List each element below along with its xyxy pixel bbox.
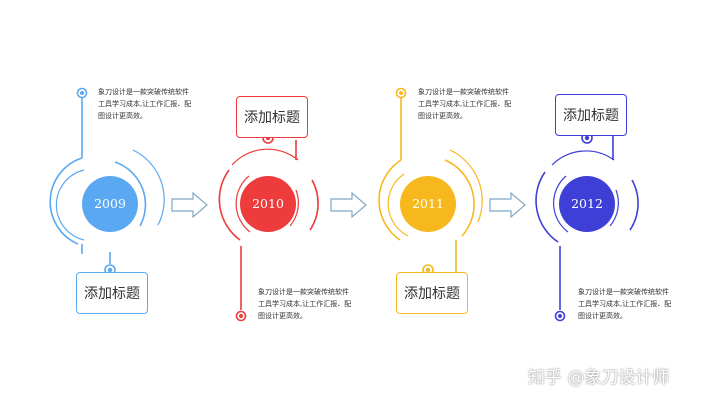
far-ring-arc xyxy=(449,149,483,223)
top-dot-marker xyxy=(76,87,88,99)
step-2012-graphic xyxy=(535,132,639,322)
description-line: 象刀设计是一款突破传统软件 xyxy=(578,288,669,296)
arrow-right-icon xyxy=(330,191,367,219)
year-circle-2009 xyxy=(82,176,138,232)
inner-ring-left xyxy=(553,175,569,233)
inner-ring-left xyxy=(55,169,85,241)
year-circle-2010 xyxy=(240,176,296,232)
description-line: 图设计更高效。 xyxy=(578,312,627,320)
description-line: 象刀设计是一款突破传统软件 xyxy=(98,88,189,96)
year-label-2012: 2012 xyxy=(571,196,603,211)
outer-ring-left xyxy=(218,169,241,241)
year-label-2011: 2011 xyxy=(412,196,444,211)
description-line: 工具学习成本,让工作汇报、配 xyxy=(258,300,352,308)
bottom-dot-marker xyxy=(554,310,566,322)
outer-ring-left xyxy=(49,157,83,245)
watermark: 知乎 @象刀设计师 xyxy=(528,368,670,388)
title-box-2012: 添加标题 xyxy=(555,94,627,136)
bottom-dot-marker xyxy=(235,310,247,322)
description-2011: 象刀设计是一款突破传统软件 工具学习成本,让工作汇报、配 图设计更高效。 xyxy=(418,86,538,122)
arrow-right-icon xyxy=(171,191,208,219)
outer-ring-right xyxy=(309,179,319,231)
description-line: 工具学习成本,让工作汇报、配 xyxy=(418,100,512,108)
description-line: 工具学习成本,让工作汇报、配 xyxy=(98,100,192,108)
inner-ring-left xyxy=(387,173,409,237)
outer-ring-top xyxy=(551,150,615,166)
outer-ring-right xyxy=(114,161,147,227)
step-2010-graphic xyxy=(218,132,319,322)
inner-ring-right xyxy=(289,189,299,227)
top-dot-marker xyxy=(395,87,407,99)
outer-ring-right xyxy=(444,159,475,237)
outer-ring-top xyxy=(231,148,299,166)
description-line: 图设计更高效。 xyxy=(418,112,467,120)
year-circle-2012 xyxy=(559,176,615,232)
description-line: 图设计更高效。 xyxy=(98,112,147,120)
title-box-2009: 添加标题 xyxy=(76,272,148,314)
year-label-2010: 2010 xyxy=(252,196,284,211)
description-2010: 象刀设计是一款突破传统软件 工具学习成本,让工作汇报、配 图设计更高效。 xyxy=(258,286,378,322)
title-box-2011: 添加标题 xyxy=(396,272,468,314)
description-2012: 象刀设计是一款突破传统软件 工具学习成本,让工作汇报、配 图设计更高效。 xyxy=(578,286,698,322)
far-ring-arc xyxy=(132,149,165,226)
description-2009: 象刀设计是一款突破传统软件 工具学习成本,让工作汇报、配 图设计更高效。 xyxy=(98,86,218,122)
outer-ring-left xyxy=(378,159,402,241)
description-line: 象刀设计是一款突破传统软件 xyxy=(258,288,349,296)
outer-ring-left xyxy=(535,171,559,243)
outer-ring-right xyxy=(629,179,639,231)
year-circle-2011 xyxy=(400,176,456,232)
year-label-2009: 2009 xyxy=(94,196,126,211)
description-line: 图设计更高效。 xyxy=(258,312,307,320)
title-box-2010: 添加标题 xyxy=(236,96,308,138)
step-2009-graphic xyxy=(49,87,165,276)
inner-ring-left xyxy=(235,175,251,233)
description-line: 象刀设计是一款突破传统软件 xyxy=(418,88,509,96)
inner-ring-right xyxy=(609,189,619,227)
description-line: 工具学习成本,让工作汇报、配 xyxy=(578,300,672,308)
arrow-right-icon xyxy=(489,191,526,219)
